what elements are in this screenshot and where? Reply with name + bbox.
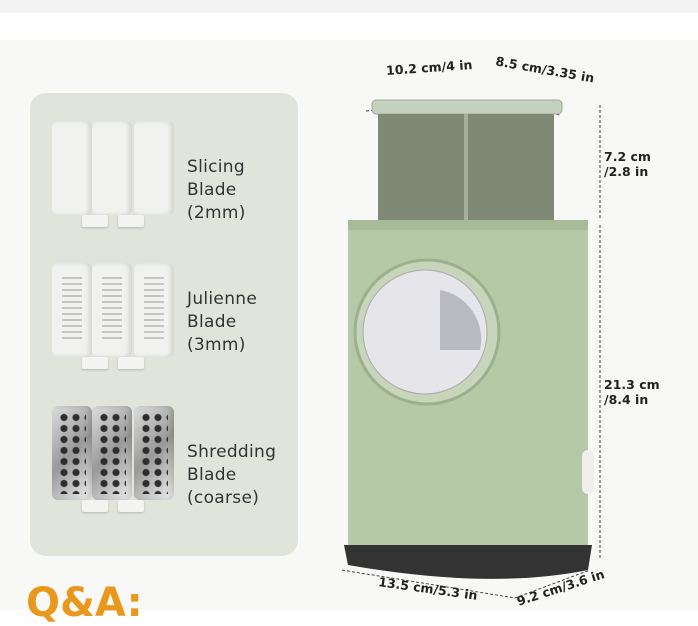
julienne-blade-image xyxy=(52,263,176,369)
top-bar xyxy=(0,0,698,13)
hopper-height-dimension: 7.2 cm/2.8 in xyxy=(604,149,651,179)
shredding-blade-image xyxy=(52,406,176,512)
body-height-dimension: 21.3 cm/8.4 in xyxy=(604,377,660,407)
qa-heading: Q&A: xyxy=(26,580,143,626)
slicing-blade-image xyxy=(52,121,176,227)
rotary-grater-illustration xyxy=(341,99,601,599)
